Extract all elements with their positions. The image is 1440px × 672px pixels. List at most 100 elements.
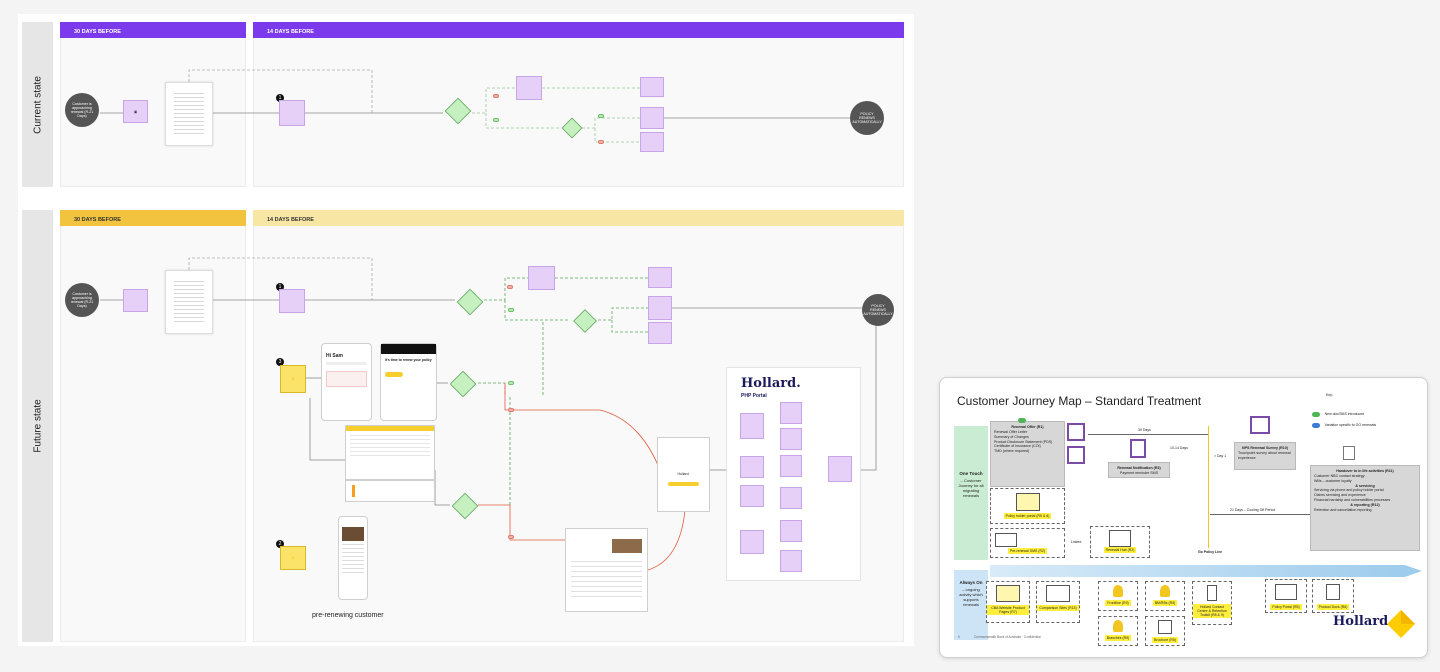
go-live-line — [1208, 426, 1209, 548]
future-no-tag — [507, 285, 513, 289]
app-renewal-headline: It's time to renew your policy — [385, 358, 432, 362]
always-on-item-branches: Branches (R9) — [1098, 616, 1138, 646]
future-dashed-1 — [188, 257, 373, 300]
key-new-label: New doc/SMS introduced — [1324, 412, 1365, 416]
future-red-1 — [504, 383, 661, 471]
always-on-title: Always On — [959, 580, 983, 585]
renewal-offer-box: Renewal Offer (R1) Renewal Offer Letter … — [990, 421, 1065, 487]
card-title: Customer Journey Map – Standard Treatmen… — [957, 394, 1202, 408]
future-outcome-3 — [648, 296, 672, 320]
sms-phone-screen — [338, 516, 368, 600]
always-on-arrow — [990, 565, 1422, 577]
journey-map-card: Customer Journey Map – Standard Treatmen… — [939, 377, 1428, 658]
always-on-item-contact-centre: Hollard Contact Centre & Retention Toolk… — [1192, 581, 1232, 625]
always-on-band: Always On – ongoing activity which suppo… — [954, 570, 988, 640]
renewal-notification-box: Renewal Notification (R3) Payment remind… — [1108, 462, 1170, 478]
current-yes-tag — [493, 118, 499, 122]
bolt-icon: ⚡ — [291, 556, 295, 560]
current-decision-1 — [444, 97, 472, 125]
bolt-icon: ⚡ — [291, 377, 295, 381]
future-sms-node: ⚡ — [280, 546, 306, 570]
login-button[interactable] — [668, 482, 699, 486]
one-touch-title: One Touch — [959, 471, 983, 476]
future-step-badge-3: 3 — [276, 358, 284, 366]
current-policy-renews-node: POLICY RENEWS AUTOMATICALLY — [850, 101, 884, 135]
future-decision-1 — [456, 288, 484, 316]
always-on-item-policy-portal: Policy Portal (R5) — [1265, 579, 1307, 613]
renewal-hub-box: Renewal Hub (R2) — [1090, 526, 1150, 558]
always-on-item-comparison: Comparison Sites (R13) — [1036, 581, 1080, 623]
pre-renewal-sms-box: Pre-renewal SMS (R2) — [990, 528, 1065, 558]
current-state-label: Current state — [22, 22, 53, 187]
future-14-days-bar: 14 DAYS BEFORE — [253, 210, 904, 226]
current-dashed-1 — [188, 69, 373, 113]
current-hollard-letter: ▣ — [123, 100, 148, 123]
app-screen-home: Hi Sam — [321, 343, 372, 421]
key-variation-label: Variation specific to GO renewals — [1324, 423, 1377, 427]
web-portal-screen — [345, 425, 435, 480]
email-icon — [1067, 423, 1085, 441]
hub-hero-image — [612, 539, 642, 553]
nps-survey-box: NPS Renewal Survey (R10) Touchpoint surv… — [1234, 442, 1296, 470]
current-outcome-3 — [640, 107, 664, 129]
handover-box: Handover to in life activities (R11) Cus… — [1310, 465, 1420, 551]
current-outcome-1 — [516, 76, 542, 100]
always-on-item-frontline: Frontline (R9) — [1098, 581, 1138, 611]
future-no-tag-4 — [508, 535, 514, 539]
pre-renewing-customer-label: pre-renewing customer — [312, 612, 384, 619]
future-hollard-letter — [123, 289, 148, 312]
php-portal-brand: Hollard. — [741, 376, 801, 391]
future-step-badge-2: 2 — [276, 540, 284, 548]
app-screen-renewal: It's time to renew your policy — [380, 343, 437, 421]
web-portal-lower — [345, 480, 435, 502]
future-dashed-5 — [598, 307, 648, 333]
portal-node-4 — [740, 530, 764, 554]
portal-node-7 — [780, 455, 802, 477]
portal-node-9 — [780, 520, 802, 542]
current-30-days-bar: 30 DAYS BEFORE — [60, 22, 246, 38]
future-policy-renews-node: POLICY RENEWS AUTOMATICALLY — [862, 294, 894, 326]
future-customer-node: Customer is approaching renewal (R-21 Da… — [65, 283, 99, 317]
future-dashed-3 — [504, 300, 570, 321]
current-customer-node: Customer is approaching renewal (R-21 Da… — [65, 93, 99, 127]
future-yes-tag-3 — [508, 381, 514, 385]
future-no-tag-3 — [508, 408, 514, 412]
policy-holder-portal-box: Policy holder portal (R5 & 6) — [990, 488, 1065, 524]
always-on-item-product-docs: Product Docs (R6) — [1312, 579, 1354, 613]
laptop-icon — [1109, 530, 1131, 547]
one-touch-band: One Touch – Customer Journey for all mig… — [954, 426, 988, 560]
cba-diamond-logo — [1387, 610, 1415, 638]
current-14-days-bar: 14 DAYS BEFORE — [253, 22, 904, 38]
current-outcome-2 — [640, 77, 664, 97]
app-notification-card — [326, 371, 367, 387]
always-on-item-bm-rbs: BM/RBs (R9) — [1145, 581, 1185, 611]
current-col-14-days — [253, 22, 904, 187]
future-line-7 — [309, 398, 345, 461]
future-outcome-4 — [648, 322, 672, 344]
renew-now-button[interactable] — [385, 372, 403, 377]
login-screen: Hollard. — [657, 437, 710, 512]
day21-label: 21 Days – Cooling Off Period — [1230, 508, 1276, 512]
login-brand: Hollard. — [677, 472, 690, 476]
portal-node-11 — [828, 456, 852, 482]
portal-node-5 — [780, 402, 802, 424]
current-no-tag-2 — [598, 140, 604, 144]
nps-email-icon — [1250, 416, 1270, 434]
current-yes-tag-2 — [598, 114, 604, 118]
monitor-icon — [1015, 493, 1040, 511]
footer-page-number: 6 — [958, 635, 960, 639]
current-dashed-3 — [485, 113, 560, 129]
future-col-30-days — [60, 210, 246, 642]
future-app-notification-node: ⚡ — [280, 365, 306, 393]
renewal-hub-web-page — [565, 528, 648, 612]
php-portal-title: PHP Portal — [741, 393, 767, 399]
envelope-icon — [995, 533, 1017, 547]
portal-node-2 — [740, 456, 764, 478]
portal-node-8 — [780, 487, 802, 509]
future-state-label: Future state — [22, 210, 53, 642]
future-outcome-2 — [648, 267, 672, 288]
key-variation-pill — [1312, 423, 1321, 428]
current-no-tag — [493, 94, 499, 98]
portal-node-10 — [780, 550, 802, 572]
